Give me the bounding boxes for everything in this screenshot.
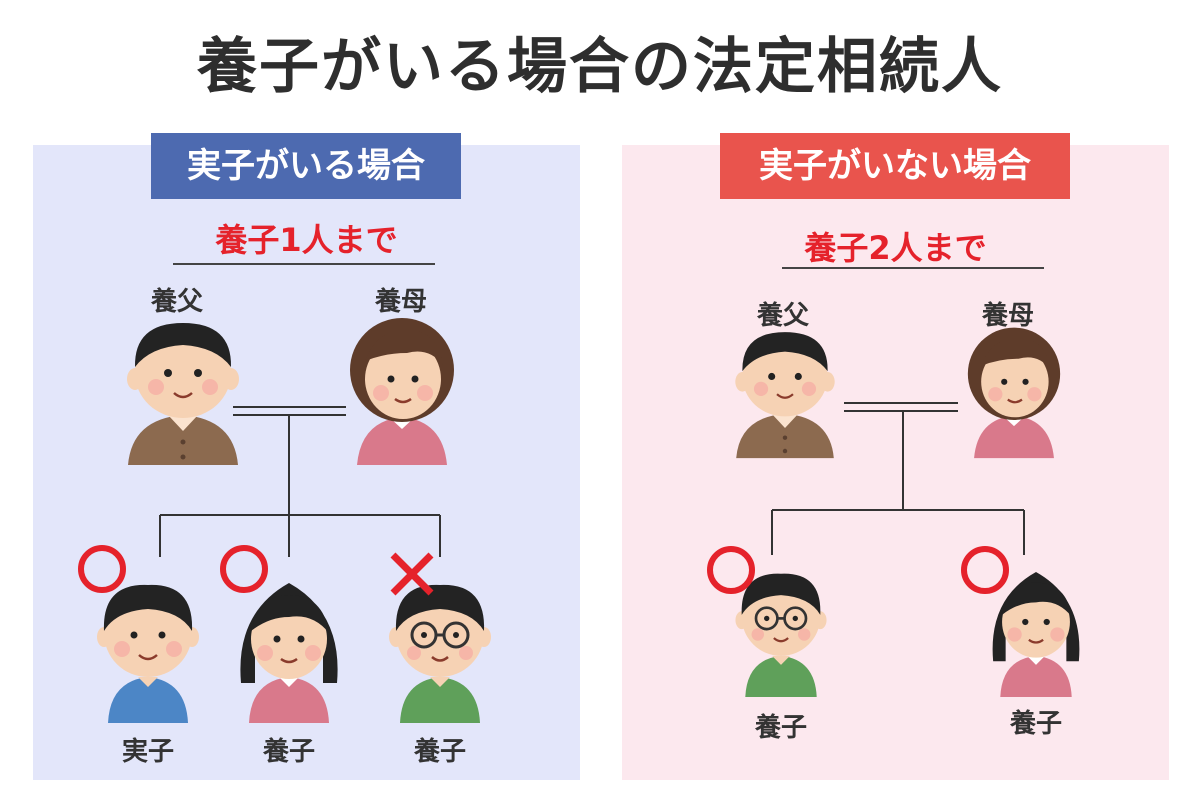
left-mother-illustration [350, 318, 454, 465]
right-family-lines [771, 402, 1025, 555]
left-child-2-label: 養子 [262, 737, 315, 767]
right-mother-label: 養母 [981, 301, 1034, 331]
left-family-lines [159, 406, 441, 557]
right-child-1-label: 養子 [754, 713, 807, 743]
left-child-1-circle-mark [78, 545, 126, 593]
right-banner: 実子がいない場合 [720, 133, 1070, 199]
left-child-1-label: 実子 [121, 737, 174, 767]
right-panel: 実子がいない場合 養子2人まで 養父 養母 [622, 133, 1169, 780]
left-limit-label: 養子1人まで [215, 221, 398, 259]
right-child-1-illustration [735, 573, 827, 697]
left-panel: 実子がいる場合 養子1人まで 養父 養母 [33, 133, 580, 780]
left-child-3-cross-mark [390, 552, 434, 596]
right-child-1-circle-mark [707, 546, 755, 594]
left-father-label: 養父 [150, 287, 203, 317]
page-title: 養子がいる場合の法定相続人 [197, 32, 1003, 102]
right-child-2-illustration [992, 571, 1080, 697]
right-mother-illustration [967, 327, 1061, 459]
right-limit-underline [782, 267, 1044, 269]
left-child-3-illustration [389, 584, 491, 723]
left-father-illustration [127, 323, 239, 465]
left-limit-underline [173, 263, 435, 265]
right-child-2-circle-mark [961, 546, 1009, 594]
right-child-2-label: 養子 [1009, 709, 1062, 739]
right-limit-label: 養子2人まで [804, 229, 987, 267]
right-father-label: 養父 [756, 301, 809, 331]
left-banner: 実子がいる場合 [151, 133, 461, 199]
left-child-2-illustration [240, 583, 338, 723]
left-child-1-illustration [97, 584, 199, 723]
left-mother-label: 養母 [374, 287, 427, 317]
left-child-3-label: 養子 [413, 737, 466, 767]
left-child-2-circle-mark [220, 545, 268, 593]
right-father-illustration [735, 332, 835, 459]
